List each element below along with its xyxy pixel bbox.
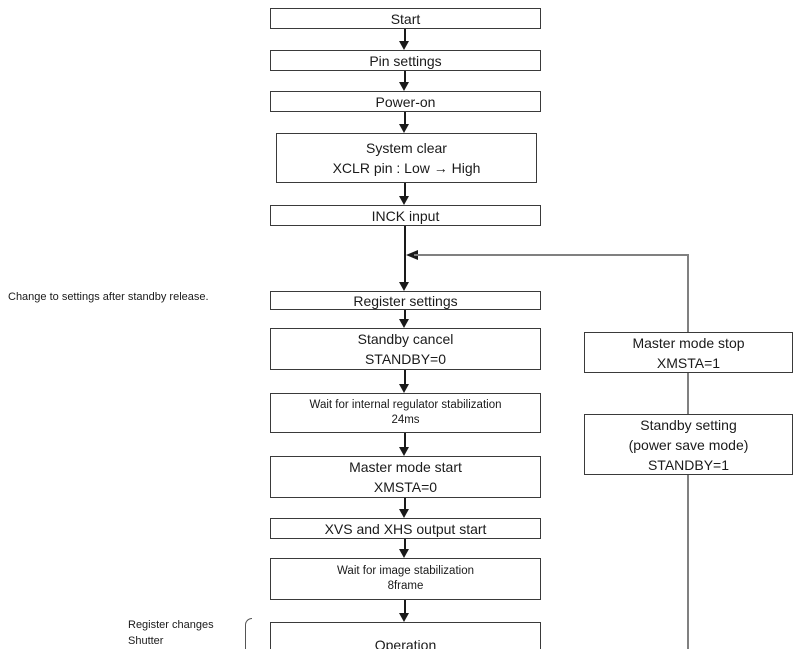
flow-connector [404,539,406,549]
flow-connector [404,28,406,42]
flow-step-xvs-xhs-output-start: XVS and XHS output start [270,518,541,539]
flow-step-label: XMSTA=1 [656,354,721,371]
flow-step-label: Master mode stop [632,334,745,351]
feedback-line-horizontal [414,254,688,256]
flow-step-wait-regulator: Wait for internal regulator stabilizatio… [270,393,541,433]
flow-connector [404,112,406,124]
flow-step-start: Start [270,8,541,29]
flow-step-label: Power-on [375,93,436,110]
flow-step-label: Register settings [353,292,458,309]
flow-step-label: Wait for internal regulator stabilizatio… [309,399,502,411]
flow-step-register-settings: Register settings [270,291,541,310]
flow-step-label: INCK input [371,207,440,224]
flow-step-master-mode-stop: Master mode stop XMSTA=1 [584,332,793,373]
flow-step-label: Standby setting [640,416,737,433]
arrow-left-icon [406,250,418,260]
flow-step-label: Pin settings [369,52,442,69]
shutter-label: Shutter [128,635,164,647]
arrow-down-icon [399,124,409,133]
flow-step-pin-settings: Pin settings [270,50,541,71]
flow-step-standby-cancel: Standby cancel STANDBY=0 [270,328,541,370]
flow-step-label: Standby cancel [357,331,454,347]
flow-step-wait-image-stabilization: Wait for image stabilization 8frame [270,558,541,600]
flow-step-label: XMSTA=0 [373,479,438,495]
flow-step-label: Wait for image stabilization [337,565,474,577]
flow-step-master-mode-start: Master mode start XMSTA=0 [270,456,541,498]
standby-release-note: Change to settings after standby release… [8,291,209,303]
left-brace [245,618,252,649]
flow-step-system-clear: System clear XCLR pin : Low → High [276,133,537,183]
arrow-down-icon [399,196,409,205]
flow-step-label: Master mode start [349,459,462,475]
arrow-down-icon [399,319,409,328]
flow-step-operation: Operation [270,622,541,649]
flow-connector [404,370,406,384]
arrow-down-icon [399,447,409,456]
flow-step-label: Start [390,10,421,27]
arrow-down-icon [399,549,409,558]
flow-step-label: Operation [374,637,437,649]
arrow-down-icon [399,41,409,50]
flow-connector [404,498,406,509]
arrow-down-icon [399,613,409,622]
flow-step-label: STANDBY=0 [364,351,447,367]
flow-step-label: 8frame [387,580,424,592]
flow-step-label: STANDBY=1 [647,456,730,473]
flow-connector [404,600,406,613]
flow-connector [404,183,406,196]
flow-connector [404,310,406,319]
flow-step-power-on: Power-on [270,91,541,112]
arrow-down-icon [399,384,409,393]
flow-connector [404,226,406,282]
flow-step-label: System clear [366,140,447,156]
flow-step-inck-input: INCK input [270,205,541,226]
flow-step-label: XCLR pin : Low → High [332,160,481,176]
flow-step-label: (power save mode) [628,436,749,453]
arrow-down-icon [399,282,409,291]
flow-connector [404,71,406,82]
flow-step-standby-setting: Standby setting (power save mode) STANDB… [584,414,793,475]
flow-step-label: XVS and XHS output start [324,520,487,537]
arrow-down-icon [399,82,409,91]
flow-step-label: 24ms [391,414,420,426]
register-changes-label: Register changes [128,619,214,631]
flow-connector [404,433,406,447]
arrow-down-icon [399,509,409,518]
